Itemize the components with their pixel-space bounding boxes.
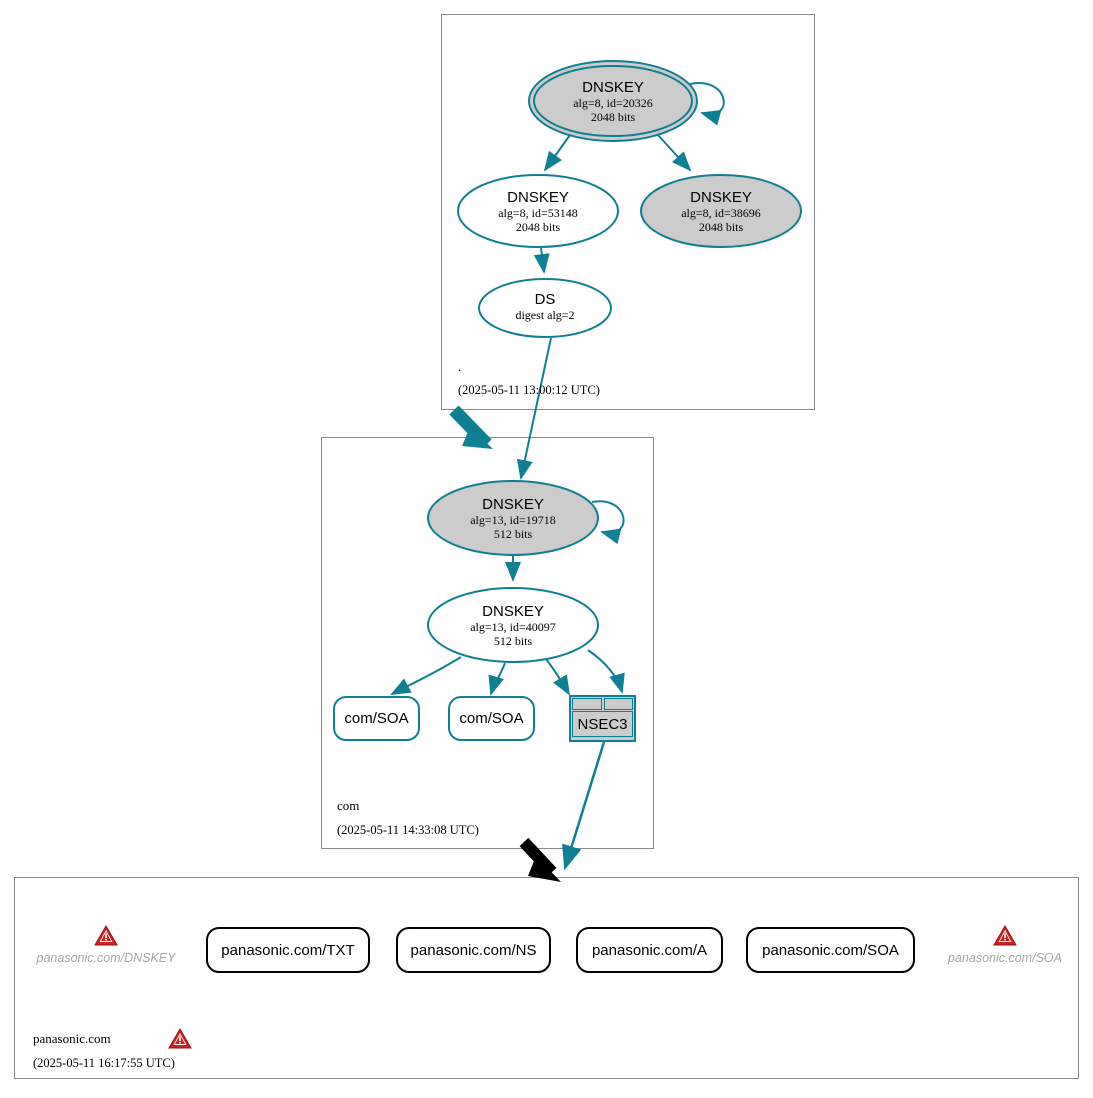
nsec3-header-row xyxy=(571,697,634,711)
edge-comzsk-comnsec3-a xyxy=(545,658,571,696)
edge-zone-com-panasonic xyxy=(519,837,557,877)
rrset-panasonic-soa[interactable]: panasonic.com/SOA xyxy=(746,927,915,973)
rrset-panasonic-ns-label: panasonic.com/NS xyxy=(410,941,537,959)
warning-triangle-icon xyxy=(993,925,1017,946)
nsec3-cell-1[interactable] xyxy=(603,698,633,710)
edge-com-ksk-self xyxy=(591,500,625,545)
rrset-com-nsec3-label: NSEC3 xyxy=(577,715,628,733)
node-com-ksk xyxy=(427,480,599,556)
rrset-com-soa-2[interactable]: com/SOA xyxy=(448,696,535,741)
zone-root-timestamp: (2025-05-11 13:00:12 UTC) xyxy=(458,383,600,397)
nsec3-cell-0[interactable] xyxy=(572,698,602,710)
rrset-panasonic-ns[interactable]: panasonic.com/NS xyxy=(396,927,551,973)
node-root-ds xyxy=(478,278,612,338)
node-root-ksk-inner xyxy=(533,65,693,137)
node-root-key38696 xyxy=(640,174,802,248)
rrset-com-soa-1[interactable]: com/SOA xyxy=(333,696,420,741)
warning-triangle-icon xyxy=(168,1028,192,1049)
edge-rootds-comksk xyxy=(516,337,552,480)
zone-panasonic-timestamp: (2025-05-11 16:17:55 UTC) xyxy=(33,1056,175,1070)
zone-panasonic-warning-icon xyxy=(168,1028,192,1054)
warning-icon xyxy=(94,925,118,951)
zone-com-name: com xyxy=(337,798,360,813)
rrset-com-nsec3[interactable]: NSEC3 xyxy=(569,695,636,742)
rrset-panasonic-soa-error[interactable]: panasonic.com/SOA xyxy=(935,925,1075,965)
rrset-panasonic-a-label: panasonic.com/A xyxy=(591,941,708,959)
rrset-panasonic-txt[interactable]: panasonic.com/TXT xyxy=(206,927,370,973)
rrset-com-soa-2-label: com/SOA xyxy=(459,710,524,727)
node-root-zsk xyxy=(457,174,619,248)
rrset-panasonic-dnskey[interactable]: panasonic.com/DNSKEY xyxy=(26,925,186,965)
zone-com-timestamp: (2025-05-11 14:33:08 UTC) xyxy=(337,823,479,837)
rrset-panasonic-soa-label: panasonic.com/SOA xyxy=(762,941,899,959)
edge-root-ksk-self xyxy=(689,82,725,126)
zone-panasonic-name: panasonic.com xyxy=(33,1031,111,1046)
zone-root-name: . xyxy=(458,359,462,374)
edge-zone-root-com-head xyxy=(462,427,493,449)
warning-icon xyxy=(993,925,1017,951)
edge-comzsk-comsoa2 xyxy=(488,662,506,696)
edge-comzsk-comsoa1 xyxy=(390,656,462,695)
node-com-zsk xyxy=(427,587,599,663)
edge-comzsk-comnsec3-b xyxy=(587,649,625,694)
edge-comnsec3-panasonic xyxy=(562,741,606,871)
nsec3-body: NSEC3 xyxy=(572,711,633,737)
rrset-com-soa-1-label: com/SOA xyxy=(344,710,409,727)
rrset-panasonic-a[interactable]: panasonic.com/A xyxy=(576,927,723,973)
edge-rootzsk-rootds xyxy=(533,247,550,274)
edge-rootksk-rootkey38696 xyxy=(656,133,692,172)
rrset-panasonic-dnskey-label: panasonic.com/DNSKEY xyxy=(36,951,176,965)
warning-triangle-icon xyxy=(94,925,118,946)
zone-panasonic xyxy=(14,877,1079,1079)
rrset-panasonic-soa-error-label: panasonic.com/SOA xyxy=(948,951,1062,965)
rrset-panasonic-txt-label: panasonic.com/TXT xyxy=(221,941,355,959)
edge-rootksk-rootzsk xyxy=(543,134,571,172)
edge-zone-com-panasonic-head xyxy=(528,856,561,882)
